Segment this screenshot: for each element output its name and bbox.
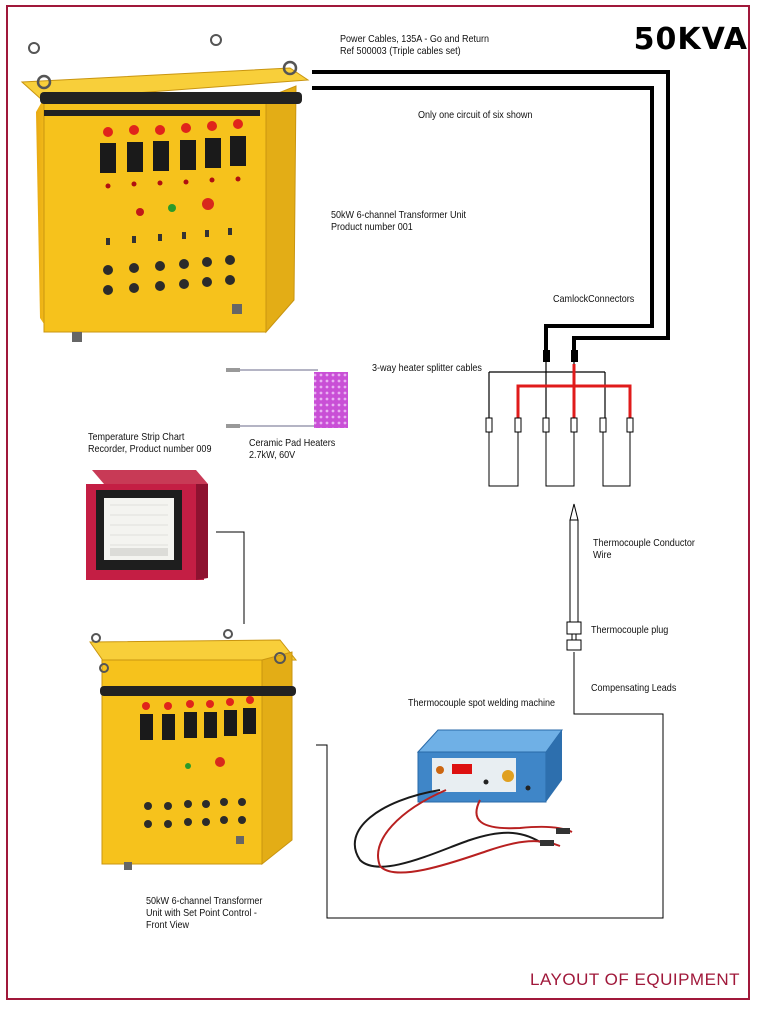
page-border bbox=[6, 5, 750, 1000]
recorder-product-label: Recorder, Product number 009 bbox=[88, 443, 212, 455]
front-view-label-2: Unit with Set Point Control - bbox=[146, 907, 257, 919]
power-cables-label: Power Cables, 135A - Go and Return bbox=[340, 33, 490, 45]
front-view-label-3: Front View bbox=[146, 919, 189, 931]
page-title: 50KVA bbox=[633, 22, 748, 57]
ceramic-pad-heater bbox=[226, 368, 348, 428]
thermocouple-probe bbox=[566, 503, 582, 651]
ceramic-heaters-label: Ceramic Pad Heaters bbox=[249, 437, 336, 449]
camlock-connectors-label: CamlockConnectors bbox=[553, 293, 635, 305]
transformer-unit-large bbox=[20, 34, 310, 342]
power-cables bbox=[312, 70, 670, 356]
compensating-leads-label: Compensating Leads bbox=[591, 682, 677, 694]
strip-chart-recorder bbox=[86, 470, 208, 580]
signal-wires bbox=[216, 531, 664, 919]
footer-caption: LAYOUT OF EQUIPMENT bbox=[530, 970, 741, 989]
recorder-label: Temperature Strip Chart bbox=[88, 431, 185, 443]
power-cables-ref-label: Ref 500003 (Triple cables set) bbox=[340, 45, 461, 57]
transformer-unit-front-view bbox=[89, 629, 298, 870]
one-circuit-label: Only one circuit of six shown bbox=[418, 109, 533, 121]
tc-conductor-wire-label: Wire bbox=[593, 549, 612, 561]
splitter-cables-label: 3-way heater splitter cables bbox=[372, 362, 482, 374]
transformer-unit-label: 50kW 6-channel Transformer Unit bbox=[331, 209, 467, 221]
spot-welding-machine bbox=[353, 729, 573, 874]
front-view-label-1: 50kW 6-channel Transformer bbox=[146, 895, 263, 907]
heater-splitter-cables bbox=[485, 350, 634, 487]
ceramic-heaters-spec-label: 2.7kW, 60V bbox=[249, 449, 296, 461]
tc-plug-label: Thermocouple plug bbox=[591, 624, 669, 636]
spot-welder-label: Thermocouple spot welding machine bbox=[408, 697, 556, 709]
transformer-product-label: Product number 001 bbox=[331, 221, 413, 233]
tc-conductor-label: Thermocouple Conductor bbox=[593, 537, 695, 549]
